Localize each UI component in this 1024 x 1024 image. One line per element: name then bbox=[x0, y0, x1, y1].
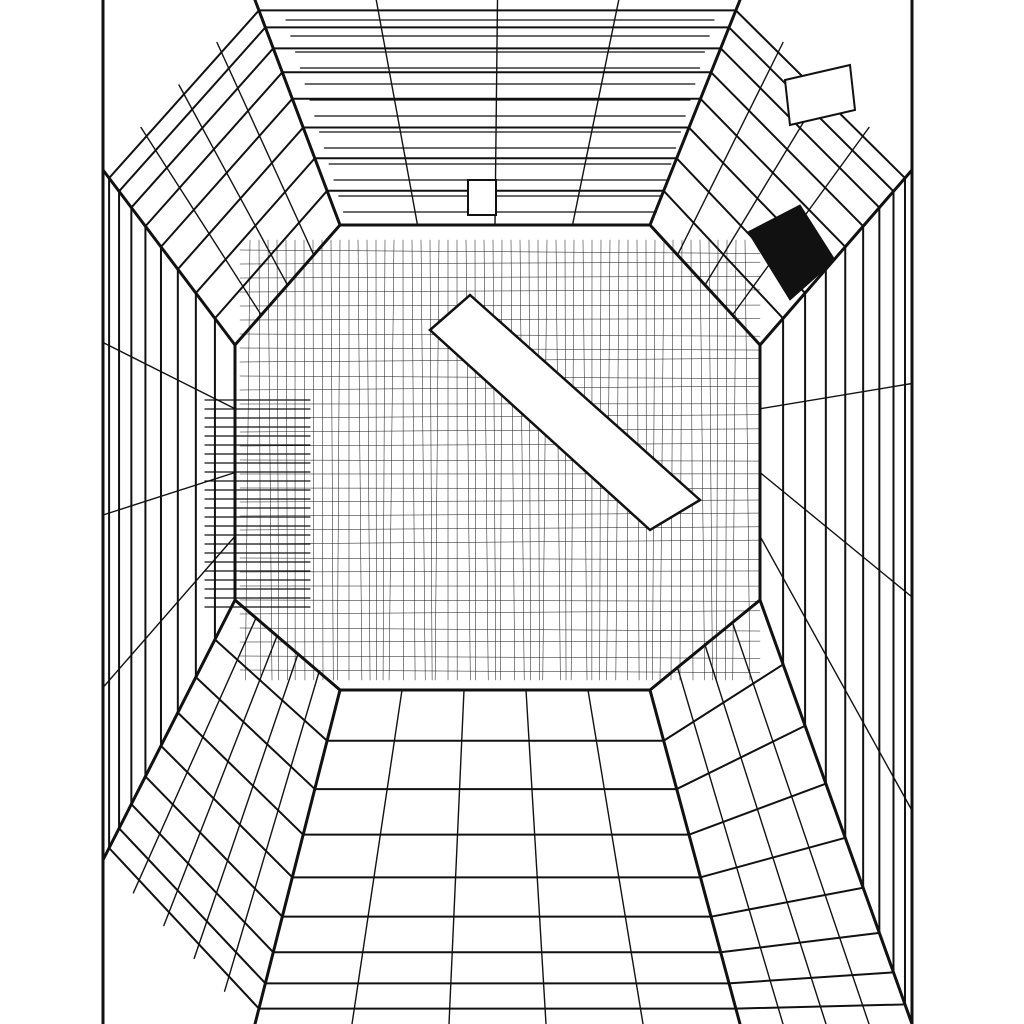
ceiling-fixture bbox=[468, 180, 496, 215]
